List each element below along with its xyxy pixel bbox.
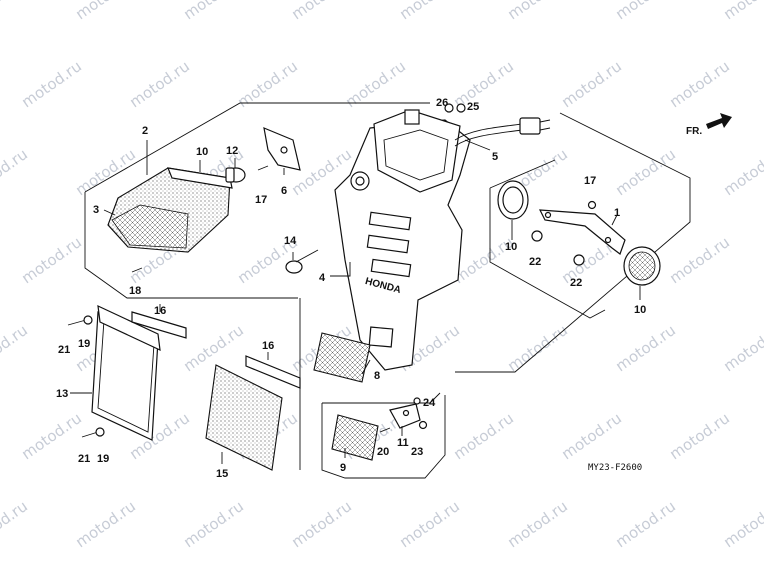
reflector-stay [538,209,626,255]
rear-reflector-8 [313,332,371,383]
watermark-text: motod.ru [504,321,571,375]
grommet-13 [285,249,319,274]
watermark-text: motod.ru [666,233,733,287]
watermark-text: motod.ru [612,0,679,23]
callout-6: 6 [281,185,287,197]
callout-19a: 19 [78,338,90,350]
nuts-22 [531,230,585,266]
callout-5: 5 [492,151,498,163]
callout-22b: 22 [570,277,582,289]
callout-25: 25 [467,101,479,113]
watermark-text: motod.ru [612,497,679,551]
callout-labels: 2 10 12 3 17 6 18 14 4 26 25 5 17 1 10 2… [56,97,646,480]
wiring-connector [454,117,551,147]
watermark-text: motod.ru [180,497,247,551]
stay-16-upper [131,311,187,339]
bulb [225,167,246,183]
side-reflector-right [623,246,661,286]
side-reflector-left [497,180,529,220]
callout-21b: 21 [78,453,90,465]
watermark-text: motod.ru [72,497,139,551]
callout-15: 15 [216,468,228,480]
callout-9: 9 [340,462,346,474]
watermark-text: motod.ru [720,145,764,199]
callout-14: 13 [56,388,68,400]
watermark-text: motod.ru [720,497,764,551]
callout-16b: 16 [262,340,274,352]
watermark-text: motod.ru [504,497,571,551]
watermark-text: motod.ru [558,409,625,463]
watermark-text: motod.ru [0,145,31,199]
watermark-text: motod.ru [396,0,463,23]
watermark-text: motod.ru [612,321,679,375]
plate-15 [205,364,283,471]
watermark-text: motod.ru [666,409,733,463]
watermark-text: motod.ru [450,409,517,463]
watermark-text: motod.ru [18,233,85,287]
callout-17a: 17 [255,194,267,206]
callout-17b: 17 [584,175,596,187]
callout-2: 2 [142,125,148,137]
callout-16a: 16 [154,305,166,317]
watermark-text: motod.ru [126,57,193,111]
leader-lines [70,139,641,464]
rear-reflector-9 [331,414,379,461]
callout-10a: 10 [505,241,517,253]
watermark-text: motod.ru [0,321,31,375]
callout-10b: 10 [634,304,646,316]
watermark-text: motod.ru [558,57,625,111]
tail-light-lens [107,167,233,253]
stay-16-lower [245,355,301,389]
watermark-text: motod.ru [0,0,31,23]
callout-3: 3 [93,204,99,216]
watermark-text: motod.ru [396,497,463,551]
watermark-text: motod.ru [180,0,247,23]
watermark-text: motod.ru [0,497,31,551]
callout-12: 12 [226,145,238,157]
bracket-11 [389,403,421,429]
watermark-text: motod.ru [666,57,733,111]
diagram-code: MY23-F2600 [588,463,642,473]
callout-4: 4 [319,272,326,284]
watermark-text: motod.ru [612,145,679,199]
mud-flap [91,304,161,441]
callout-19b: 19 [97,453,109,465]
watermark-text: motod.ru [180,321,247,375]
callout-21a: 21 [58,344,70,356]
callout-26: 26 [436,97,448,109]
callout-7: 10 [196,146,208,158]
bracket-6 [263,127,301,171]
direction-label: FR. [686,126,702,137]
watermark-text: motod.ru [720,321,764,375]
assembly-outlines [84,102,691,479]
callout-20: 20 [377,446,389,458]
license-plate-bracket: HONDA [334,109,471,371]
watermark-text: motod.ru [288,497,355,551]
watermark-text: motod.ru [72,0,139,23]
callout-1: 1 [614,207,620,219]
callout-23: 23 [411,446,423,458]
watermark-text: motod.ru [18,57,85,111]
callout-22a: 22 [529,256,541,268]
watermark-text: motod.ru [720,0,764,23]
watermark-text: motod.ru [450,57,517,111]
callout-11: 11 [397,437,409,449]
callout-24: 24 [423,397,436,409]
forward-direction-indicator: FR. [686,113,732,137]
watermark-text: motod.ru [504,0,571,23]
callout-13: 14 [284,235,297,247]
callout-8: 8 [374,370,380,382]
callout-18: 18 [129,285,141,297]
watermark-text: motod.ru [18,409,85,463]
fasteners [67,103,597,438]
watermark-text: motod.ru [288,0,355,23]
